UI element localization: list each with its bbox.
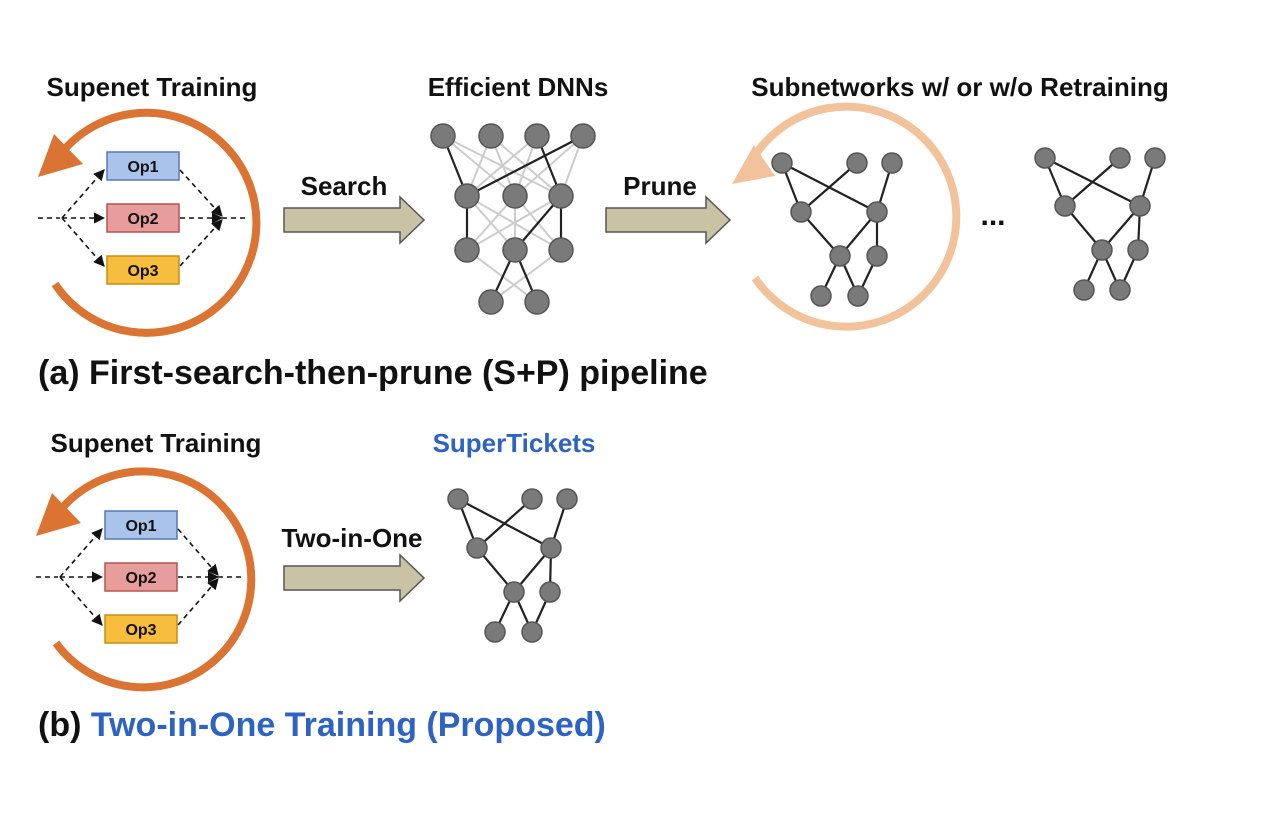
dnn-dark-edges bbox=[441, 135, 584, 303]
panel-a-subnet-title: Subnetworks w/ or w/o Retraining bbox=[751, 72, 1169, 102]
panel-a-op3-label: Op3 bbox=[127, 263, 158, 280]
panel-b-supernet: Op1 Op2 Op3 bbox=[36, 467, 256, 692]
supertickets-title: SuperTickets bbox=[433, 428, 596, 458]
panel-b-caption-prefix: (b) bbox=[38, 706, 91, 744]
subnetwork-2 bbox=[1034, 147, 1166, 301]
panel-a-dnn-title: Efficient DNNs bbox=[428, 72, 609, 102]
panel-b-supernet-edges bbox=[36, 528, 242, 626]
panel-b-op3-label: Op3 bbox=[125, 622, 156, 639]
panel-a-op2-label: Op2 bbox=[127, 211, 158, 228]
prune-arrow bbox=[605, 195, 732, 245]
panel-a-supernet-title: Supenet Training bbox=[47, 72, 258, 102]
panel-a-caption: (a) First-search-then-prune (S+P) pipeli… bbox=[38, 354, 708, 392]
panel-a-op3-box bbox=[106, 255, 180, 285]
panel-b-op2-box bbox=[104, 562, 178, 592]
panel-b-supernet-title: Supenet Training bbox=[51, 428, 262, 458]
panel-b-op1-box bbox=[104, 510, 178, 540]
panel-a-op1-label: Op1 bbox=[127, 159, 158, 176]
panel-a-supernet-loop bbox=[51, 108, 261, 337]
panel-a-supernet-edges bbox=[38, 169, 246, 267]
panel-b-caption-highlight: Two-in-One Training (Proposed) bbox=[91, 706, 606, 744]
panel-b-op3-box bbox=[104, 614, 178, 644]
ellipsis: ... bbox=[980, 199, 1005, 232]
dnn-nodes bbox=[430, 123, 596, 315]
search-label: Search bbox=[301, 171, 388, 201]
search-arrow bbox=[283, 195, 426, 245]
panel-b-caption: (b) Two-in-One Training (Proposed) bbox=[38, 706, 606, 744]
subnet-loop-arrowhead bbox=[732, 145, 775, 184]
two-in-one-label: Two-in-One bbox=[281, 523, 422, 553]
panel-b-op1-label: Op1 bbox=[125, 518, 156, 535]
subnetwork-1 bbox=[771, 152, 903, 307]
prune-label: Prune bbox=[623, 171, 697, 201]
efficient-dnn-network bbox=[430, 123, 596, 315]
panel-b-op2-label: Op2 bbox=[125, 570, 156, 587]
panel-b-supernet-loop bbox=[52, 467, 256, 692]
subnet-loop bbox=[748, 102, 961, 331]
panel-a-loop-arrowhead bbox=[38, 134, 83, 177]
supertickets-network bbox=[447, 488, 578, 643]
panel-a-op2-box bbox=[106, 203, 180, 233]
two-in-one-arrow bbox=[283, 553, 426, 603]
panel-b-loop-arrowhead bbox=[36, 493, 81, 536]
panel-a-supernet: Op1 Op2 Op3 bbox=[38, 108, 261, 337]
panel-a-op1-box bbox=[106, 151, 180, 181]
